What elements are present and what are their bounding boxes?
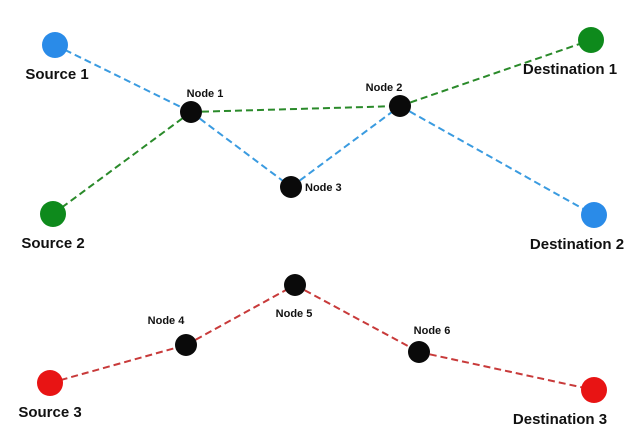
source2-node-circle bbox=[40, 201, 66, 227]
edge-node5-node6 bbox=[294, 284, 420, 353]
edge-node3-node2 bbox=[290, 105, 401, 188]
node2-label: Node 2 bbox=[366, 82, 403, 94]
source1-node-circle bbox=[42, 32, 68, 58]
dest2-node-circle bbox=[581, 202, 607, 228]
node4-node-circle bbox=[175, 334, 197, 356]
edge-node6-dest3 bbox=[418, 351, 595, 391]
edge-source3-node4 bbox=[49, 344, 187, 384]
source3-node-circle bbox=[37, 370, 63, 396]
node5-node-circle bbox=[284, 274, 306, 296]
node1-node-circle bbox=[180, 101, 202, 123]
node6-label: Node 6 bbox=[414, 325, 451, 337]
node6-node-circle bbox=[408, 341, 430, 363]
node2-node-circle bbox=[389, 95, 411, 117]
dest2-label: Destination 2 bbox=[530, 236, 624, 253]
nodes-layer bbox=[37, 27, 607, 403]
edge-node4-node5 bbox=[185, 284, 296, 346]
edge-node2-dest2 bbox=[399, 105, 595, 216]
source1-label: Source 1 bbox=[25, 66, 88, 83]
node1-label: Node 1 bbox=[187, 88, 224, 100]
dest1-node-circle bbox=[578, 27, 604, 53]
labels-layer: Source 1 Source 2 Source 3 Destination 1 Des… bbox=[18, 61, 624, 428]
dest1-label: Destination 1 bbox=[523, 61, 617, 78]
edge-node1-node3 bbox=[190, 111, 292, 188]
edges-layer bbox=[49, 39, 595, 391]
node3-node-circle bbox=[280, 176, 302, 198]
edge-source2-node1 bbox=[52, 111, 192, 215]
node4-label: Node 4 bbox=[148, 315, 186, 327]
edge-node1-node2 bbox=[190, 105, 401, 113]
edge-source1-node1 bbox=[54, 44, 192, 113]
node3-label: Node 3 bbox=[305, 182, 342, 194]
dest3-label: Destination 3 bbox=[513, 411, 607, 428]
dest3-node-circle bbox=[581, 377, 607, 403]
source2-label: Source 2 bbox=[21, 235, 84, 252]
source3-label: Source 3 bbox=[18, 404, 81, 421]
node5-label: Node 5 bbox=[276, 308, 313, 320]
edge-node2-dest1 bbox=[399, 39, 592, 107]
